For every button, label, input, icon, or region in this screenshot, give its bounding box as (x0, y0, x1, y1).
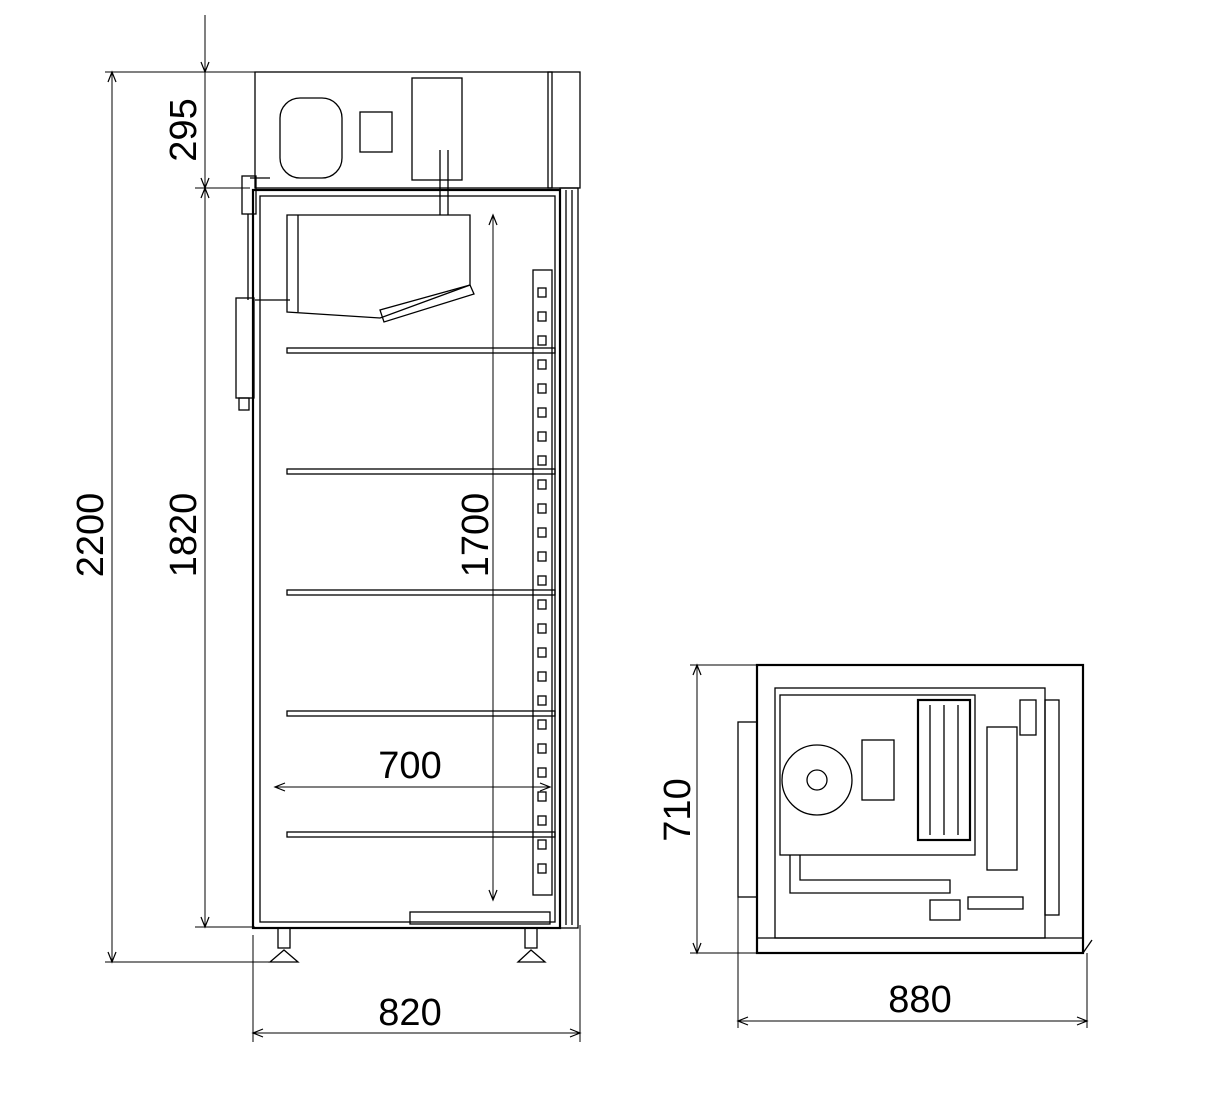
compressor (279, 97, 343, 179)
fan-motor (359, 111, 393, 153)
dim-880: 880 (888, 979, 951, 1021)
dim-710: 710 (657, 778, 699, 841)
foot-right (516, 949, 547, 963)
rack-hole (537, 551, 547, 562)
foot-left (268, 949, 300, 963)
rack-hole (537, 527, 547, 538)
front-view: 295 2200 1820 1700 700 820 (70, 15, 582, 1042)
rack-hole (537, 479, 547, 490)
dim-1820: 1820 (163, 493, 205, 578)
rack-hole (537, 287, 547, 298)
rack-hole (537, 647, 547, 658)
rack-hole (537, 815, 547, 826)
rack-hole (537, 623, 547, 634)
rack-hole (537, 767, 547, 778)
rack-hole (537, 383, 547, 394)
condenser (411, 77, 463, 181)
rack-hole (537, 599, 547, 610)
rack-hole (537, 719, 547, 730)
rack-hole (537, 335, 547, 346)
dim-2200: 2200 (70, 493, 112, 578)
condenser-coil (916, 698, 972, 842)
rack-hole (537, 791, 547, 802)
rack-hole (537, 863, 547, 874)
rack-hole (537, 743, 547, 754)
dim-820: 820 (378, 992, 441, 1034)
rack-hole (537, 455, 547, 466)
rack-hole (537, 407, 547, 418)
rack-hole (537, 311, 547, 322)
rack-hole (537, 503, 547, 514)
door-handle (235, 297, 255, 399)
bottom-grille (409, 911, 551, 925)
door-profile (559, 187, 579, 929)
fan-motor (861, 739, 895, 801)
cabinet-body (251, 188, 562, 930)
rack-hole (537, 695, 547, 706)
control-panel (986, 726, 1018, 871)
shelf (286, 831, 556, 838)
rack-hole (537, 839, 547, 850)
rack-hole (537, 431, 547, 442)
dim-295: 295 (163, 98, 205, 161)
machine-compartment (254, 71, 553, 189)
shelf-rack (532, 269, 553, 896)
shelf (286, 468, 556, 475)
shelf (286, 710, 556, 717)
rack-hole (537, 671, 547, 682)
compressor-fan (781, 744, 853, 816)
shelf (286, 347, 556, 354)
shelf (286, 589, 556, 596)
dim-1700: 1700 (455, 493, 497, 578)
top-view-outline (755, 663, 1085, 955)
rack-hole (537, 359, 547, 370)
rack-hole (537, 575, 547, 586)
top-view: 710 880 (657, 663, 1093, 1028)
evaporator (286, 214, 471, 319)
dim-700: 700 (378, 745, 441, 787)
